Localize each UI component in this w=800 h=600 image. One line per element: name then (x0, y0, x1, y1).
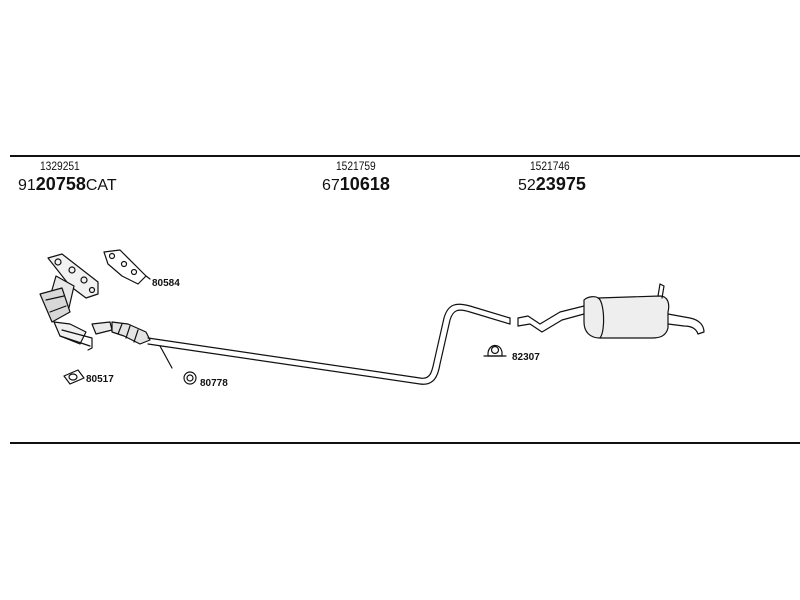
seal-ring-drawing (183, 371, 197, 385)
manifold-gasket-drawing (103, 249, 151, 285)
part-number: 9120758CAT (18, 174, 117, 194)
part-header-middle-pipe: 1521759 6710618 (322, 160, 390, 194)
rear-muffler-drawing (517, 283, 705, 339)
part-number: 5223975 (518, 174, 586, 194)
part-number: 6710618 (322, 174, 390, 194)
callout-flange-gasket: 80517 (86, 374, 114, 385)
catalyst-manifold-drawing (39, 253, 113, 351)
bottom-divider (10, 442, 800, 444)
oem-number: 1521759 (336, 159, 376, 173)
middle-pipe-drawing (147, 303, 511, 385)
callout-manifold-gasket: 80584 (152, 278, 180, 289)
part-header-catalyst: 1329251 9120758CAT (18, 160, 117, 194)
clamp-drawing (483, 344, 507, 357)
oem-number: 1521746 (530, 159, 570, 173)
oem-number: 1329251 (40, 159, 80, 173)
flex-pipe-drawing (111, 321, 151, 345)
callout-clamp: 82307 (512, 352, 540, 363)
part-header-rear-muffler: 1521746 5223975 (518, 160, 586, 194)
top-divider (10, 155, 800, 157)
callout-seal-ring: 80778 (200, 378, 228, 389)
flange-gasket-drawing (63, 369, 85, 385)
